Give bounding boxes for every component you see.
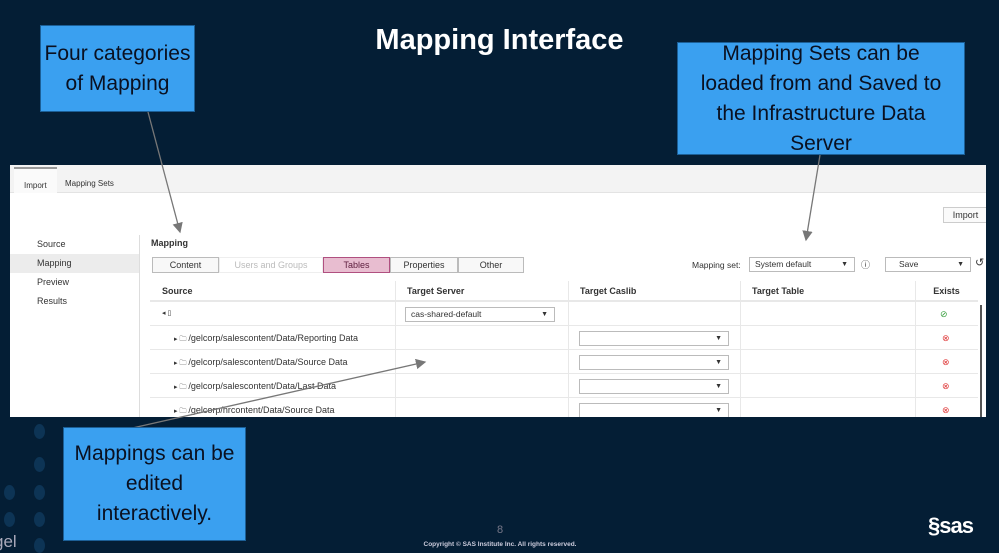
reset-icon[interactable]: ↺ — [975, 257, 985, 269]
table-row-root: ◂ ▯ cas-shared-default▼ ⊘ — [150, 301, 978, 325]
help-icon[interactable]: ⓘ — [861, 260, 871, 270]
callout-editing: Mappings can be edited interactively. — [63, 427, 246, 541]
page-number: 8 — [496, 524, 504, 536]
save-label: Save — [899, 259, 919, 269]
column-exists[interactable]: Exists — [933, 286, 960, 296]
column-target-caslib[interactable]: Target Caslib — [580, 286, 637, 296]
callout-categories: Four categories of Mapping — [40, 25, 195, 112]
column-source[interactable]: Source — [162, 286, 193, 296]
sidebar-item-source[interactable]: Source — [37, 239, 66, 249]
tab-mapping-sets[interactable]: Mapping Sets — [65, 179, 114, 188]
expand-folder-icon: ▸ 🗀 — [174, 360, 189, 367]
sidebar-item-mapping[interactable]: Mapping — [10, 254, 139, 273]
source-path-text: /gelcorp/hrcontent/Data/Source Data — [188, 405, 335, 415]
section-title: Mapping — [151, 238, 188, 248]
import-button[interactable]: Import — [943, 207, 986, 223]
exists-error-icon: ⊗ — [942, 333, 950, 343]
source-path[interactable]: ▸ 🗀 /gelcorp/hrcontent/Data/Source Data — [174, 398, 335, 417]
callout-mapping-sets: Mapping Sets can be loaded from and Save… — [677, 42, 965, 155]
sidebar-item-preview[interactable]: Preview — [37, 277, 70, 287]
arrow-categories — [147, 111, 183, 234]
target-caslib-select[interactable]: ▼ — [579, 355, 729, 370]
source-path[interactable]: ▸ 🗀 /gelcorp/salescontent/Data/Last Data — [174, 374, 336, 398]
source-path-text: /gelcorp/salescontent/Data/Source Data — [188, 357, 348, 367]
mapping-set-label: Mapping set: — [692, 260, 741, 270]
category-content[interactable]: Content — [152, 257, 219, 273]
arrow-mapping-sets — [802, 154, 821, 242]
collapse-icon[interactable]: ◂ ▯ — [162, 310, 172, 317]
source-path[interactable]: ▸ 🗀 /gelcorp/salescontent/Data/Source Da… — [174, 350, 348, 374]
mapping-set-select[interactable]: System default ▼ — [749, 257, 855, 272]
sidebar-item-results[interactable]: Results — [37, 296, 68, 306]
copyright: Copyright © SAS Institute Inc. All right… — [423, 541, 577, 548]
table-row: ▸ 🗀 /gelcorp/salescontent/Data/Last Data… — [150, 373, 978, 397]
arrow-editing — [127, 358, 427, 430]
target-caslib-select[interactable]: ▼ — [579, 331, 729, 346]
slide-title: Mapping Interface — [375, 24, 624, 56]
table-row: ▸ 🗀 /gelcorp/hrcontent/Data/Source Data … — [150, 397, 978, 417]
target-server-value: cas-shared-default — [411, 309, 482, 319]
target-caslib-select[interactable]: ▼ — [579, 379, 729, 394]
save-button[interactable]: Save ▼ — [885, 257, 971, 272]
column-target-server[interactable]: Target Server — [407, 286, 465, 296]
tab-import[interactable]: Import — [14, 167, 57, 193]
decorative-dots — [0, 420, 60, 553]
target-caslib-select[interactable]: ▼ — [579, 403, 729, 417]
category-users-and-groups[interactable]: Users and Groups — [219, 257, 323, 273]
category-properties[interactable]: Properties — [390, 257, 458, 273]
sas-logo: §sas — [928, 513, 974, 538]
column-target-table[interactable]: Target Table — [752, 286, 805, 296]
expand-folder-icon: ▸ 🗀 — [174, 384, 189, 391]
source-path-text: /gelcorp/salescontent/Data/Last Data — [188, 381, 336, 391]
mapping-set-value: System default — [755, 259, 812, 269]
partial-logo-text: gel — [0, 532, 17, 551]
source-path-text: /gelcorp/salescontent/Data/Reporting Dat… — [188, 333, 359, 343]
source-path[interactable]: ▸ 🗀 /gelcorp/salescontent/Data/Reporting… — [174, 326, 358, 350]
expand-folder-icon: ▸ 🗀 — [174, 408, 189, 415]
chevron-down-icon: ▼ — [841, 261, 848, 268]
expand-folder-icon: ▸ 🗀 — [174, 336, 189, 343]
exists-ok-icon: ⊘ — [940, 309, 948, 319]
chevron-down-icon[interactable]: ▼ — [957, 261, 964, 268]
exists-error-icon: ⊗ — [942, 357, 950, 367]
table-row: ▸ 🗀 /gelcorp/salescontent/Data/Source Da… — [150, 349, 978, 373]
sidebar: Source Mapping Preview Results — [10, 235, 140, 417]
table-row: ▸ 🗀 /gelcorp/salescontent/Data/Reporting… — [150, 325, 978, 349]
app-screenshot: Import Mapping Sets Import Source Mappin… — [10, 165, 986, 417]
tab-bar: Import Mapping Sets — [10, 165, 986, 193]
category-tables[interactable]: Tables — [323, 257, 390, 273]
scrollbar[interactable] — [980, 305, 982, 417]
target-server-select[interactable]: cas-shared-default▼ — [405, 307, 555, 322]
category-other[interactable]: Other — [458, 257, 524, 273]
exists-error-icon: ⊗ — [942, 381, 950, 391]
table-header — [150, 281, 978, 301]
exists-error-icon: ⊗ — [942, 405, 950, 415]
